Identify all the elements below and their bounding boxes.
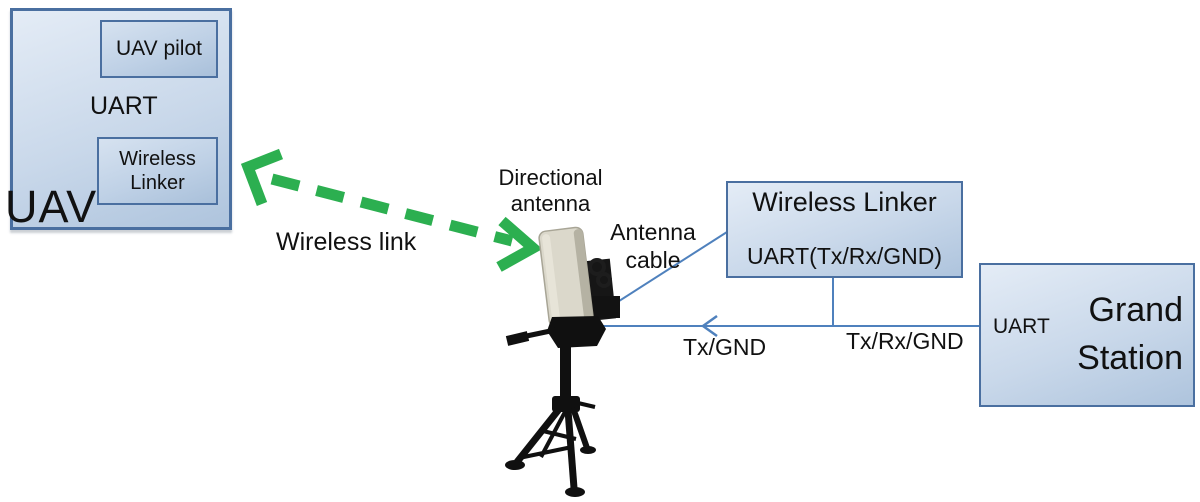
wireless-link-dashes	[270, 173, 514, 247]
directional-antenna-photo	[505, 226, 620, 497]
ground-wireless-linker-box: Wireless Linker UART(Tx/Rx/GND)	[726, 181, 963, 278]
uav-wireless-linker-box: Wireless Linker	[97, 137, 218, 205]
uav-group-label: UAV	[5, 181, 98, 232]
ground-wireless-linker-title: Wireless Linker	[752, 187, 937, 217]
wireless-link-arrow	[240, 148, 543, 272]
uav-uart-label: UART	[90, 92, 158, 120]
directional-antenna-label: Directional antenna	[498, 165, 603, 216]
uav-wireless-linker-label: Wireless Linker	[119, 148, 196, 194]
wireless-link-label: Wireless link	[276, 228, 417, 256]
antenna-cable-label: Antenna cable	[610, 219, 696, 273]
antenna-panel	[538, 226, 594, 328]
wireless-link-arrowhead-left	[240, 148, 284, 206]
ground-wireless-linker-uart-label: UART(Tx/Rx/GND)	[746, 243, 943, 269]
serial-cable-left-chevron	[700, 314, 718, 338]
uav-pilot-label: UAV pilot	[116, 37, 202, 60]
tripod	[505, 326, 596, 497]
uav-pilot-box: UAV pilot	[100, 20, 218, 78]
tx-gnd-label: Tx/GND	[683, 334, 767, 360]
grand-station-uart-label: UART	[993, 315, 1050, 338]
tx-rx-gnd-label: Tx/Rx/GND	[846, 328, 964, 354]
grand-station-title: Grand Station	[1077, 291, 1183, 377]
wireless-link-arrowhead-right	[496, 216, 543, 272]
grand-station-box: UART Grand Station	[979, 263, 1195, 407]
